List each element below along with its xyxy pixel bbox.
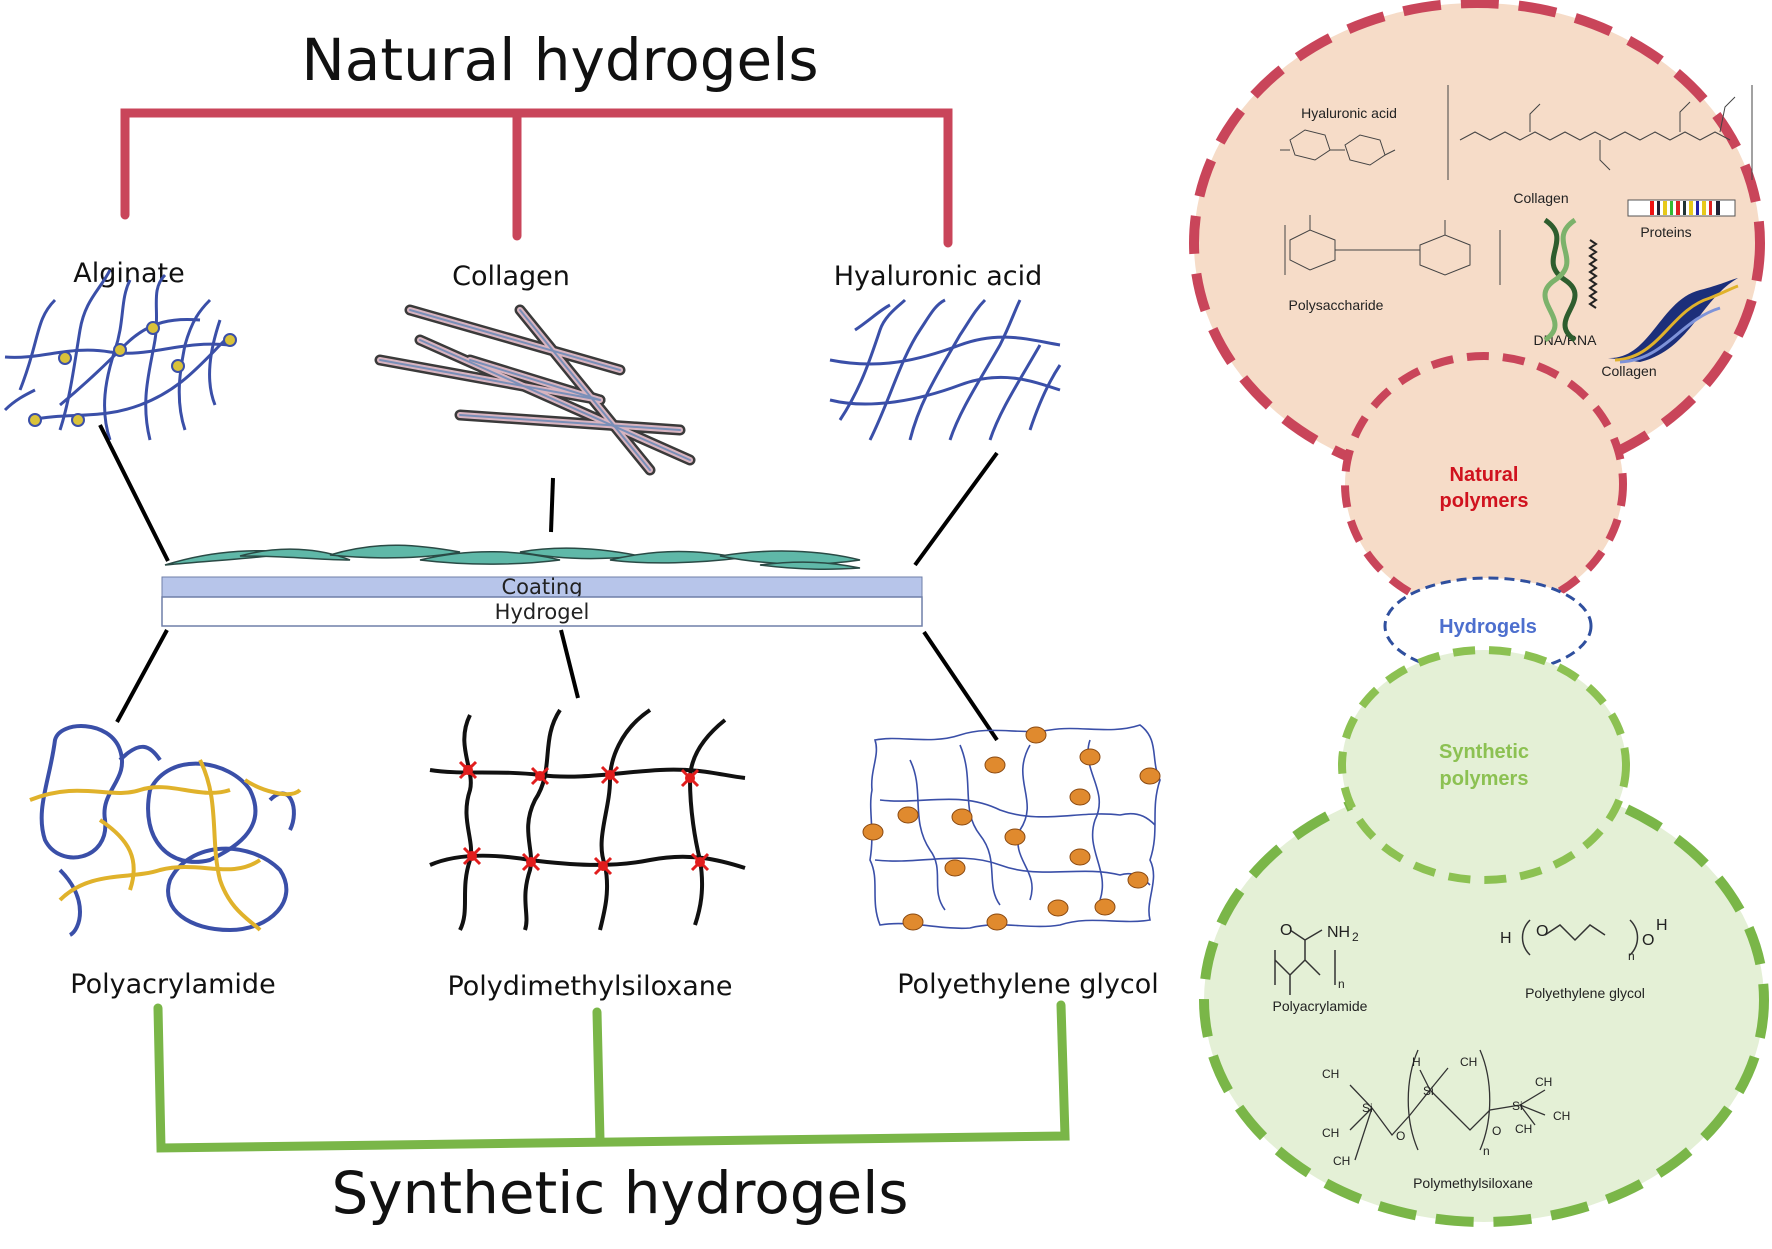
natural-item-polysaccharide: Polysaccharide — [1289, 297, 1384, 313]
pam-nh-group: NH — [1327, 924, 1350, 941]
synthetic-polymers-label-line2: polymers — [1440, 768, 1529, 790]
peg-h-right: H — [1656, 917, 1668, 934]
synthetic-bracket — [153, 1000, 1070, 1153]
collagen-triple-helix-icon — [1608, 278, 1739, 364]
hydrogel-band-label: Hydrogel — [495, 600, 590, 624]
synthetic-polymers-label-line1: Synthetic — [1439, 741, 1529, 763]
pdms-ch3-center: CH — [1460, 1055, 1477, 1069]
synthetic-item-polymethylsiloxane: Polymethylsiloxane — [1413, 1175, 1533, 1191]
pam-n-subscript: n — [1338, 977, 1345, 991]
label-polydimethylsiloxane: Polydimethylsiloxane — [447, 971, 732, 1002]
peg-network-illustration — [862, 724, 1161, 931]
natural-item-collagen-structure: Collagen — [1513, 190, 1568, 206]
pdms-n-subscript: n — [1483, 1144, 1490, 1158]
natural-polymers-group: Hyaluronic acid Collagen Proteins Polysa… — [1189, 0, 1765, 616]
coating-band-label: Coating — [501, 575, 582, 599]
natural-bracket — [120, 108, 953, 248]
synthetic-hydrogels-title: Synthetic hydrogels — [331, 1159, 908, 1227]
peg-oxygen-right: O — [1642, 932, 1654, 949]
hydrogels-ellipse-label: Hydrogels — [1439, 616, 1537, 638]
pam-oxygen-atom: O — [1280, 922, 1292, 939]
pdms-si-right: Si — [1512, 1099, 1523, 1113]
natural-item-proteins: Proteins — [1640, 224, 1691, 240]
pdms-network-illustration — [429, 708, 746, 931]
polyacrylamide-structure: O NH 2 n — [1274, 922, 1359, 995]
polysaccharide-structure — [1284, 215, 1501, 285]
natural-polymers-label-line1: Natural — [1450, 464, 1519, 486]
pdms-ch3-mid-right: CH — [1553, 1109, 1570, 1123]
peg-structure: H O n O H — [1500, 917, 1668, 963]
pdms-si-left: Si — [1362, 1101, 1373, 1115]
coating-strands-illustration — [164, 544, 861, 570]
polymethylsiloxane-structure: CH CH CH Si O H CH Si n O Si CH CH CH — [1322, 1049, 1570, 1168]
natural-polymers-inner-circle — [1341, 352, 1627, 616]
synthetic-item-polyacrylamide: Polyacrylamide — [1273, 998, 1368, 1014]
pdms-ch3-top-left: CH — [1322, 1067, 1339, 1081]
synthetic-polymers-group: Synthetic polymers O NH 2 n Polyacrylami… — [1199, 646, 1769, 1227]
label-polyethylene-glycol: Polyethylene glycol — [897, 969, 1159, 1000]
label-collagen: Collagen — [452, 261, 570, 292]
synthetic-item-polyethylene-glycol: Polyethylene glycol — [1525, 985, 1645, 1001]
peg-n-subscript: n — [1628, 949, 1635, 963]
polyacrylamide-network-illustration — [29, 724, 302, 937]
pam-nh-subscript: 2 — [1352, 930, 1359, 944]
pdms-h3c-center: H — [1412, 1055, 1421, 1069]
collagen-fibers-illustration — [374, 304, 696, 476]
dna-helix-icon — [1542, 217, 1598, 343]
hydrogel-band — [161, 596, 923, 627]
peg-h-left: H — [1500, 930, 1512, 947]
label-polyacrylamide: Polyacrylamide — [70, 969, 275, 1000]
connector-lines — [98, 424, 999, 742]
label-hyaluronic-acid: Hyaluronic acid — [834, 261, 1043, 292]
pdms-ch3-mid-left: CH — [1322, 1126, 1339, 1140]
natural-item-dna-rna: DNA/RNA — [1533, 332, 1597, 348]
hyaluronic-acid-structure — [1280, 129, 1396, 166]
pdms-o-left: O — [1396, 1129, 1405, 1143]
natural-polymers-label-line2: polymers — [1440, 490, 1529, 512]
proteins-barcode-icon — [1627, 199, 1736, 217]
peg-oxygen-left: O — [1536, 923, 1548, 940]
pdms-ch3-top-right: CH — [1535, 1075, 1552, 1089]
natural-item-hyaluronic-acid: Hyaluronic acid — [1301, 105, 1397, 121]
pdms-o-right: O — [1492, 1124, 1501, 1138]
natural-hydrogels-title: Natural hydrogels — [301, 26, 818, 94]
hydrogels-ellipse — [1383, 576, 1593, 676]
alginate-network-illustration — [3, 269, 237, 441]
pdms-ch3-bottom-right: CH — [1515, 1122, 1532, 1136]
hyaluronic-acid-network-illustration — [829, 298, 1062, 441]
pdms-si-center: Si — [1423, 1084, 1434, 1098]
pdms-ch3-bottom-left: CH — [1333, 1154, 1350, 1168]
collagen-peptide-structure — [1447, 85, 1753, 180]
natural-item-collagen-helix: Collagen — [1601, 363, 1656, 379]
synthetic-polymers-inner-circle — [1338, 646, 1630, 884]
